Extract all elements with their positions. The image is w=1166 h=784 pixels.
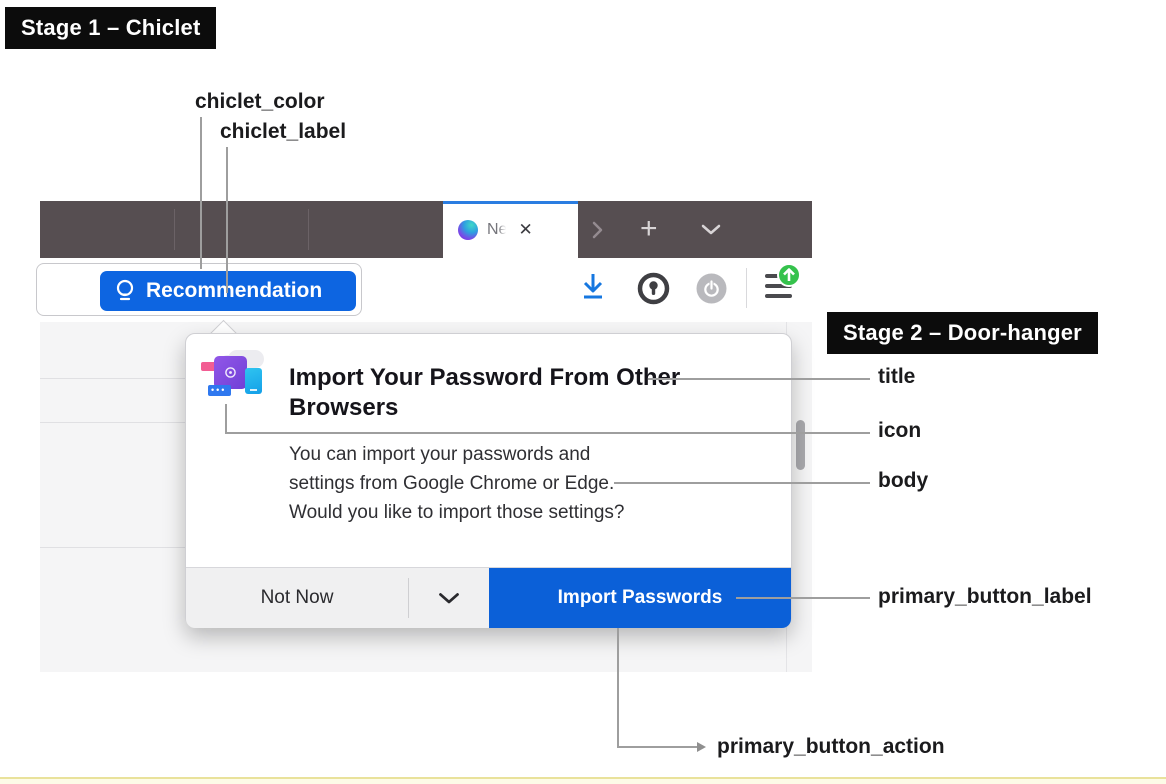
doorhanger-footer: Not Now Import Passwords bbox=[186, 567, 791, 628]
stage2-callout: Stage 2 – Door-hanger bbox=[827, 312, 1098, 354]
import-passwords-illustration-icon: ••• bbox=[201, 350, 267, 406]
chevron-down-icon bbox=[439, 592, 459, 603]
tab-separator bbox=[174, 209, 175, 250]
not-now-dropdown-button[interactable] bbox=[409, 568, 489, 628]
tab-active[interactable]: Ne ✕ bbox=[443, 201, 578, 258]
bottom-edge-strip bbox=[0, 777, 1166, 784]
active-tab-stripe bbox=[443, 201, 578, 204]
page-scrollbar[interactable] bbox=[796, 420, 805, 470]
import-doorhanger: ••• Import Your Password From Other Brow… bbox=[185, 333, 792, 628]
body-annotation: body bbox=[878, 469, 929, 492]
chiclet-label-text: Recommendation bbox=[146, 279, 323, 302]
primary-button-action-leader-vertical bbox=[617, 628, 619, 748]
recommendation-chiclet[interactable]: Recommendation bbox=[100, 271, 356, 311]
body-leader bbox=[614, 482, 870, 484]
icon-annotation: icon bbox=[878, 419, 922, 442]
doorhanger-body: You can import your passwords and settin… bbox=[289, 444, 625, 523]
power-extension-icon[interactable] bbox=[696, 273, 727, 304]
stage1-callout: Stage 1 – Chiclet bbox=[5, 7, 217, 49]
button-separator bbox=[408, 578, 409, 618]
icon-leader bbox=[225, 432, 870, 434]
firefox-favicon bbox=[458, 219, 478, 240]
chiclet-color-leader bbox=[200, 117, 202, 269]
primary-button-label-leader bbox=[736, 597, 870, 599]
icon-leader-vertical bbox=[225, 404, 227, 433]
menu-icon[interactable] bbox=[765, 273, 801, 303]
lightbulb-icon bbox=[116, 279, 134, 301]
doorhanger-title: Import Your Password From Other Browsers bbox=[289, 364, 681, 421]
password-extension-icon[interactable] bbox=[637, 272, 670, 305]
title-leader bbox=[648, 378, 870, 380]
new-tab-button[interactable]: + bbox=[640, 212, 658, 245]
list-tabs-chevron-down-icon[interactable] bbox=[701, 224, 721, 236]
chiclet-label-leader bbox=[226, 147, 228, 293]
primary-button-action-leader bbox=[617, 746, 697, 748]
update-arrow-icon bbox=[777, 263, 801, 287]
toolbar-separator bbox=[746, 268, 747, 308]
tab-label: Ne bbox=[487, 220, 508, 238]
primary-button-action-annotation: primary_button_action bbox=[717, 735, 945, 758]
tab-close-icon[interactable]: ✕ bbox=[518, 219, 533, 239]
download-icon[interactable] bbox=[581, 271, 605, 303]
tab-bar bbox=[40, 201, 812, 258]
primary-button-label-annotation: primary_button_label bbox=[878, 585, 1092, 608]
tab-separator bbox=[308, 209, 309, 250]
arrowhead-icon bbox=[697, 742, 706, 752]
title-annotation: title bbox=[878, 365, 916, 388]
chiclet-label-annotation: chiclet_label bbox=[220, 120, 347, 143]
not-now-button[interactable]: Not Now bbox=[260, 587, 334, 608]
chevron-right-icon[interactable] bbox=[592, 221, 604, 239]
chiclet-color-annotation: chiclet_color bbox=[195, 90, 325, 113]
